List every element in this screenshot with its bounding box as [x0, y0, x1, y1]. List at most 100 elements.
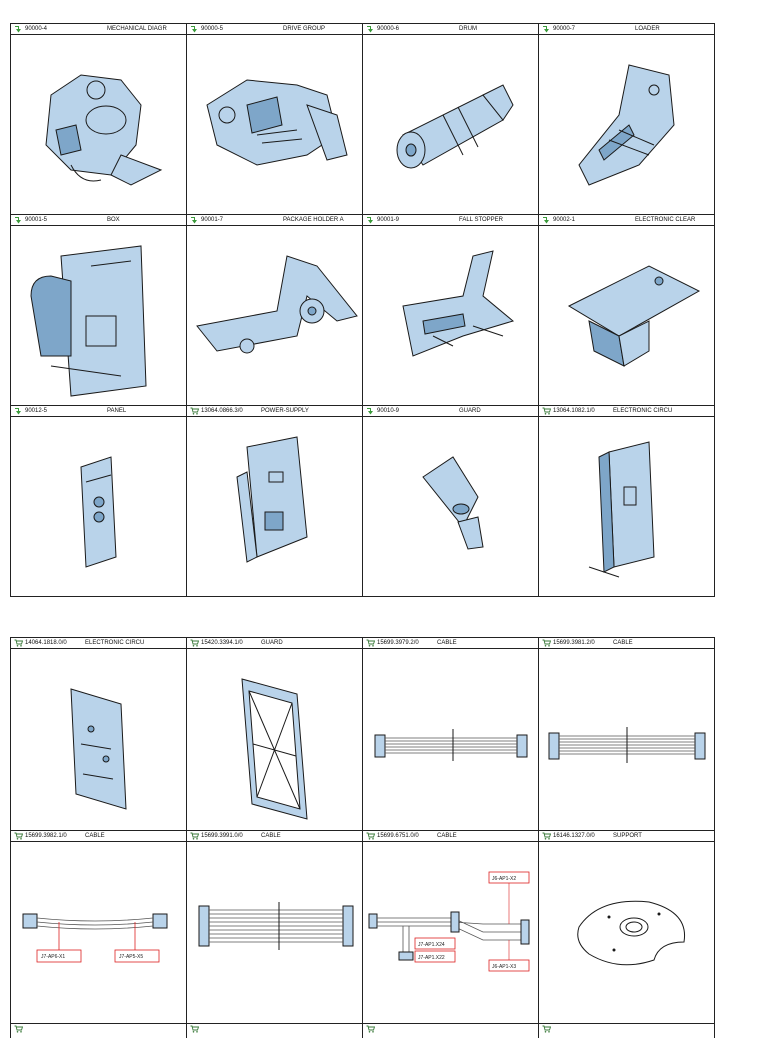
part-code[interactable]: 15699.6751.0/0: [377, 833, 419, 839]
cart-icon: [542, 832, 551, 840]
part-code[interactable]: 90010-9: [377, 408, 400, 414]
part-name: ELECTRONIC CIRCU: [613, 408, 673, 414]
part-card[interactable]: 15699.3991.0/0 CABLE: [187, 831, 363, 1024]
part-header: 90012-5 PANEL: [11, 406, 187, 417]
cart-icon: [366, 1025, 375, 1033]
part-code[interactable]: 15699.3979.2/0: [377, 640, 419, 646]
part-header: 90001-9 FALL STOPPER: [363, 215, 539, 226]
part-code[interactable]: 90000-6: [377, 26, 400, 32]
part-code[interactable]: 90001-9: [377, 217, 400, 223]
part-card[interactable]: 15699.3981.2/0 CABLE: [539, 638, 715, 831]
panel-image: [80, 456, 117, 568]
part-header: 13064.1082.1/0 ELECTRONIC CIRCU: [539, 406, 715, 417]
arrow-icon: [15, 217, 21, 224]
part-name: CABLE: [613, 640, 633, 646]
part-card[interactable]: 90000-6 DRUM: [363, 24, 539, 215]
part-name: CABLE: [85, 833, 105, 839]
arrow-icon: [367, 217, 373, 224]
support-disc-image: [577, 900, 686, 966]
fall-stopper-image: [402, 250, 515, 357]
part-card[interactable]: 90000-5 DRIVE GROUP: [187, 24, 363, 215]
guard-image: [422, 456, 484, 550]
part-card[interactable]: 15699.3979.2/0 CABLE: [363, 638, 539, 831]
connector-label: J7-AP1.X24: [418, 942, 445, 948]
part-card[interactable]: [539, 1024, 715, 1038]
part-name: PACKAGE HOLDER A: [283, 217, 344, 223]
flat-cable-image: [548, 727, 706, 763]
power-supply-image: [236, 436, 308, 563]
part-code[interactable]: 15699.3981.2/0: [553, 640, 595, 646]
part-code[interactable]: 90001-7: [201, 217, 224, 223]
part-header: 90001-5 BOX: [11, 215, 187, 226]
part-card[interactable]: [11, 1024, 187, 1038]
part-code[interactable]: 90000-4: [25, 26, 48, 32]
part-code[interactable]: 14064.1818.0/0: [25, 640, 67, 646]
cable-image: J7-AP6-X1 J7-AP5-X5: [22, 913, 168, 963]
part-header: [11, 1024, 187, 1035]
part-header: 90000-4 MECHANICAL DIAGR: [11, 24, 187, 35]
part-code[interactable]: 13064.1082.1/0: [553, 408, 595, 414]
part-card[interactable]: 90001-9 FALL STOPPER: [363, 215, 539, 406]
electronic-clear-image: [567, 265, 701, 367]
part-card[interactable]: 16146.1327.0/0 SUPPORT: [539, 831, 715, 1024]
wiring-harness-image: J6-AP1-X2 J7-AP1.X24 J7-AP1.X22 J6-AP1-X…: [368, 871, 530, 972]
part-name: ELECTRONIC CLEAR: [635, 217, 696, 223]
part-card[interactable]: 15420.3394.1/0 GUARD: [187, 638, 363, 831]
part-card[interactable]: 90010-9 GUARD: [363, 406, 539, 597]
part-name: CABLE: [437, 833, 457, 839]
part-name: LOADER: [635, 26, 660, 32]
arrow-icon: [543, 217, 549, 224]
part-header: 90002-1 ELECTRONIC CLEAR: [539, 215, 715, 226]
part-header: 15699.3991.0/0 CABLE: [187, 831, 363, 842]
cart-icon: [542, 1025, 551, 1033]
guard-frame-image: [241, 678, 308, 820]
part-code[interactable]: 90001-5: [25, 217, 48, 223]
cart-icon: [190, 832, 199, 840]
flat-cable-image: [374, 729, 528, 761]
part-card[interactable]: 90002-1 ELECTRONIC CLEAR: [539, 215, 715, 406]
part-header: [363, 1024, 539, 1035]
part-code[interactable]: 15699.3982.1/0: [25, 833, 67, 839]
part-card[interactable]: 90001-5 BOX: [11, 215, 187, 406]
part-header: [187, 1024, 363, 1035]
part-card[interactable]: 90000-4 MECHANICAL DIAGR: [11, 24, 187, 215]
part-header: 16146.1327.0/0 SUPPORT: [539, 831, 715, 842]
drive-group-image: [206, 79, 348, 166]
connector-label: J7-AP1.X22: [418, 955, 445, 961]
part-name: ELECTRONIC CIRCU: [85, 640, 145, 646]
parts-sheet-2: 14064.1818.0/0 ELECTRONIC CIRCU 15420.33…: [10, 637, 715, 1038]
cart-icon: [190, 639, 199, 647]
part-card[interactable]: 90000-7 LOADER: [539, 24, 715, 215]
part-card[interactable]: 90001-7 PACKAGE HOLDER A: [187, 215, 363, 406]
part-card[interactable]: 14064.1818.0/0 ELECTRONIC CIRCU: [11, 638, 187, 831]
part-code[interactable]: 90000-7: [553, 26, 576, 32]
connector-label: J7-AP6-X1: [41, 954, 65, 960]
box-image: [30, 245, 147, 397]
part-code[interactable]: 15699.3991.0/0: [201, 833, 243, 839]
part-code[interactable]: 90012-5: [25, 408, 48, 414]
part-card[interactable]: 15699.3982.1/0 CABLE J7-AP6-X1 J7-AP5-X5: [11, 831, 187, 1024]
part-code[interactable]: 16146.1327.0/0: [553, 833, 595, 839]
cart-icon: [14, 832, 23, 840]
part-card[interactable]: [363, 1024, 539, 1038]
mechanical-diagram-image: [45, 74, 163, 186]
flat-cable-image: [198, 902, 354, 950]
part-card[interactable]: 13064.0866.3/0 POWER-SUPPLY: [187, 406, 363, 597]
part-name: CABLE: [437, 640, 457, 646]
part-card[interactable]: 15699.6751.0/0 CABLE J6-AP1-X2 J7-AP1.X2…: [363, 831, 539, 1024]
part-code[interactable]: 90000-5: [201, 26, 224, 32]
cart-icon: [366, 832, 375, 840]
part-name: GUARD: [459, 408, 481, 414]
part-name: GUARD: [261, 640, 283, 646]
part-code[interactable]: 15420.3394.1/0: [201, 640, 243, 646]
part-card[interactable]: 13064.1082.1/0 ELECTRONIC CIRCU: [539, 406, 715, 597]
arrow-icon: [191, 217, 197, 224]
part-card[interactable]: 90012-5 PANEL: [11, 406, 187, 597]
part-name: FALL STOPPER: [459, 217, 504, 223]
part-code[interactable]: 90002-1: [553, 217, 576, 223]
part-name: PANEL: [107, 408, 127, 414]
arrow-icon: [543, 26, 549, 33]
part-code[interactable]: 13064.0866.3/0: [201, 408, 243, 414]
part-header: 15420.3394.1/0 GUARD: [187, 638, 363, 649]
part-card[interactable]: [187, 1024, 363, 1038]
